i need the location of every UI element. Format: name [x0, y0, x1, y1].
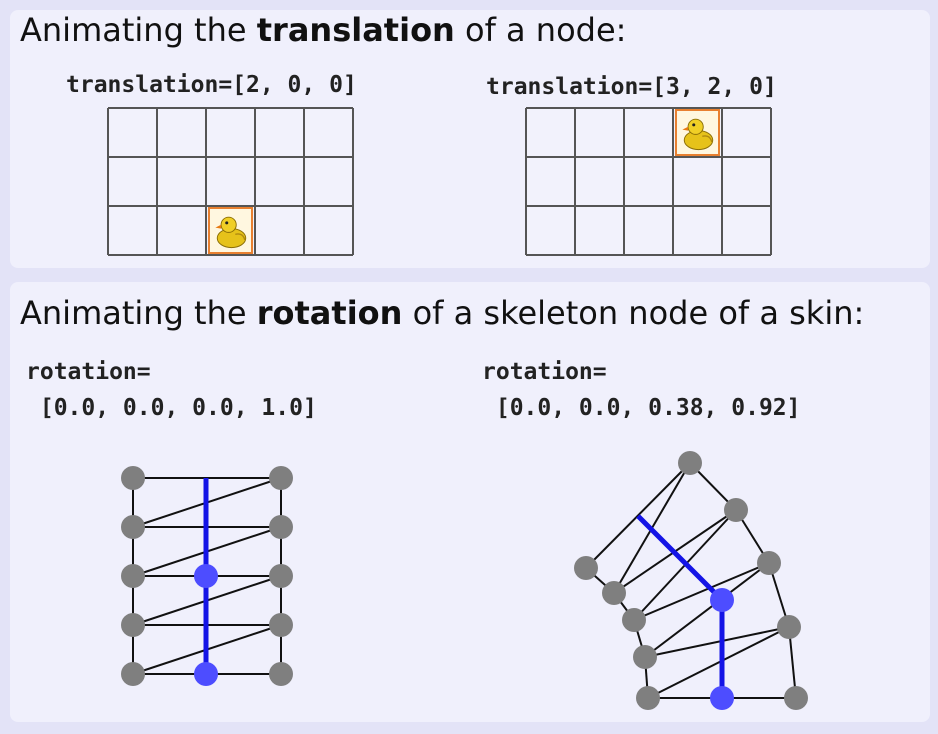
- right-vertex: [724, 498, 748, 522]
- left-bone-joint: [194, 662, 218, 686]
- rotation-left-label-line2: [0.0, 0.0, 0.0, 1.0]: [26, 395, 317, 421]
- left-bone-joint: [194, 564, 218, 588]
- right-vertex: [678, 451, 702, 475]
- translation-left-label: translation=[2, 0, 0]: [66, 72, 357, 98]
- translation-grids: [107, 107, 772, 256]
- right-grid: [525, 107, 772, 256]
- rubber-duck-icon: [675, 109, 720, 156]
- left-vertex: [269, 466, 293, 490]
- rotation-heading: Animating the rotation of a skeleton nod…: [20, 294, 865, 332]
- right-mesh-edge: [644, 562, 770, 658]
- skin-unrotated: [121, 466, 293, 686]
- right-mesh-edge: [633, 562, 770, 621]
- right-grid-bg: [526, 108, 771, 255]
- rotation-right-label-line2: [0.0, 0.0, 0.38, 0.92]: [482, 395, 801, 421]
- left-vertex: [121, 613, 145, 637]
- rubber-duck-icon: [208, 207, 253, 254]
- right-bone-joint: [710, 588, 734, 612]
- right-vertex: [602, 581, 626, 605]
- rotation-left-label-line1: rotation=: [26, 359, 151, 385]
- translation-heading: Animating the translation of a node:: [20, 11, 627, 49]
- left-vertex: [269, 515, 293, 539]
- right-bone-joint: [710, 686, 734, 710]
- left-vertex: [121, 662, 145, 686]
- left-vertex: [121, 466, 145, 490]
- right-vertex: [574, 556, 598, 580]
- right-vertex: [784, 686, 808, 710]
- rotation-right-label-line1: rotation=: [482, 359, 607, 385]
- right-bone: [636, 514, 724, 602]
- skin-rotated: [574, 451, 808, 710]
- right-mesh-edge: [585, 462, 691, 569]
- left-vertex: [121, 564, 145, 588]
- right-vertex: [622, 608, 646, 632]
- right-vertex: [757, 551, 781, 575]
- left-vertex: [269, 662, 293, 686]
- right-vertex: [636, 686, 660, 710]
- right-mesh-edge: [647, 626, 790, 699]
- right-vertex: [633, 645, 657, 669]
- left-vertex: [269, 613, 293, 637]
- translation-right-label: translation=[3, 2, 0]: [486, 74, 777, 100]
- left-grid: [107, 107, 354, 256]
- left-vertex: [269, 564, 293, 588]
- right-vertex: [777, 615, 801, 639]
- right-mesh-edge: [644, 626, 790, 658]
- left-vertex: [121, 515, 145, 539]
- rotation-panel: [10, 282, 930, 722]
